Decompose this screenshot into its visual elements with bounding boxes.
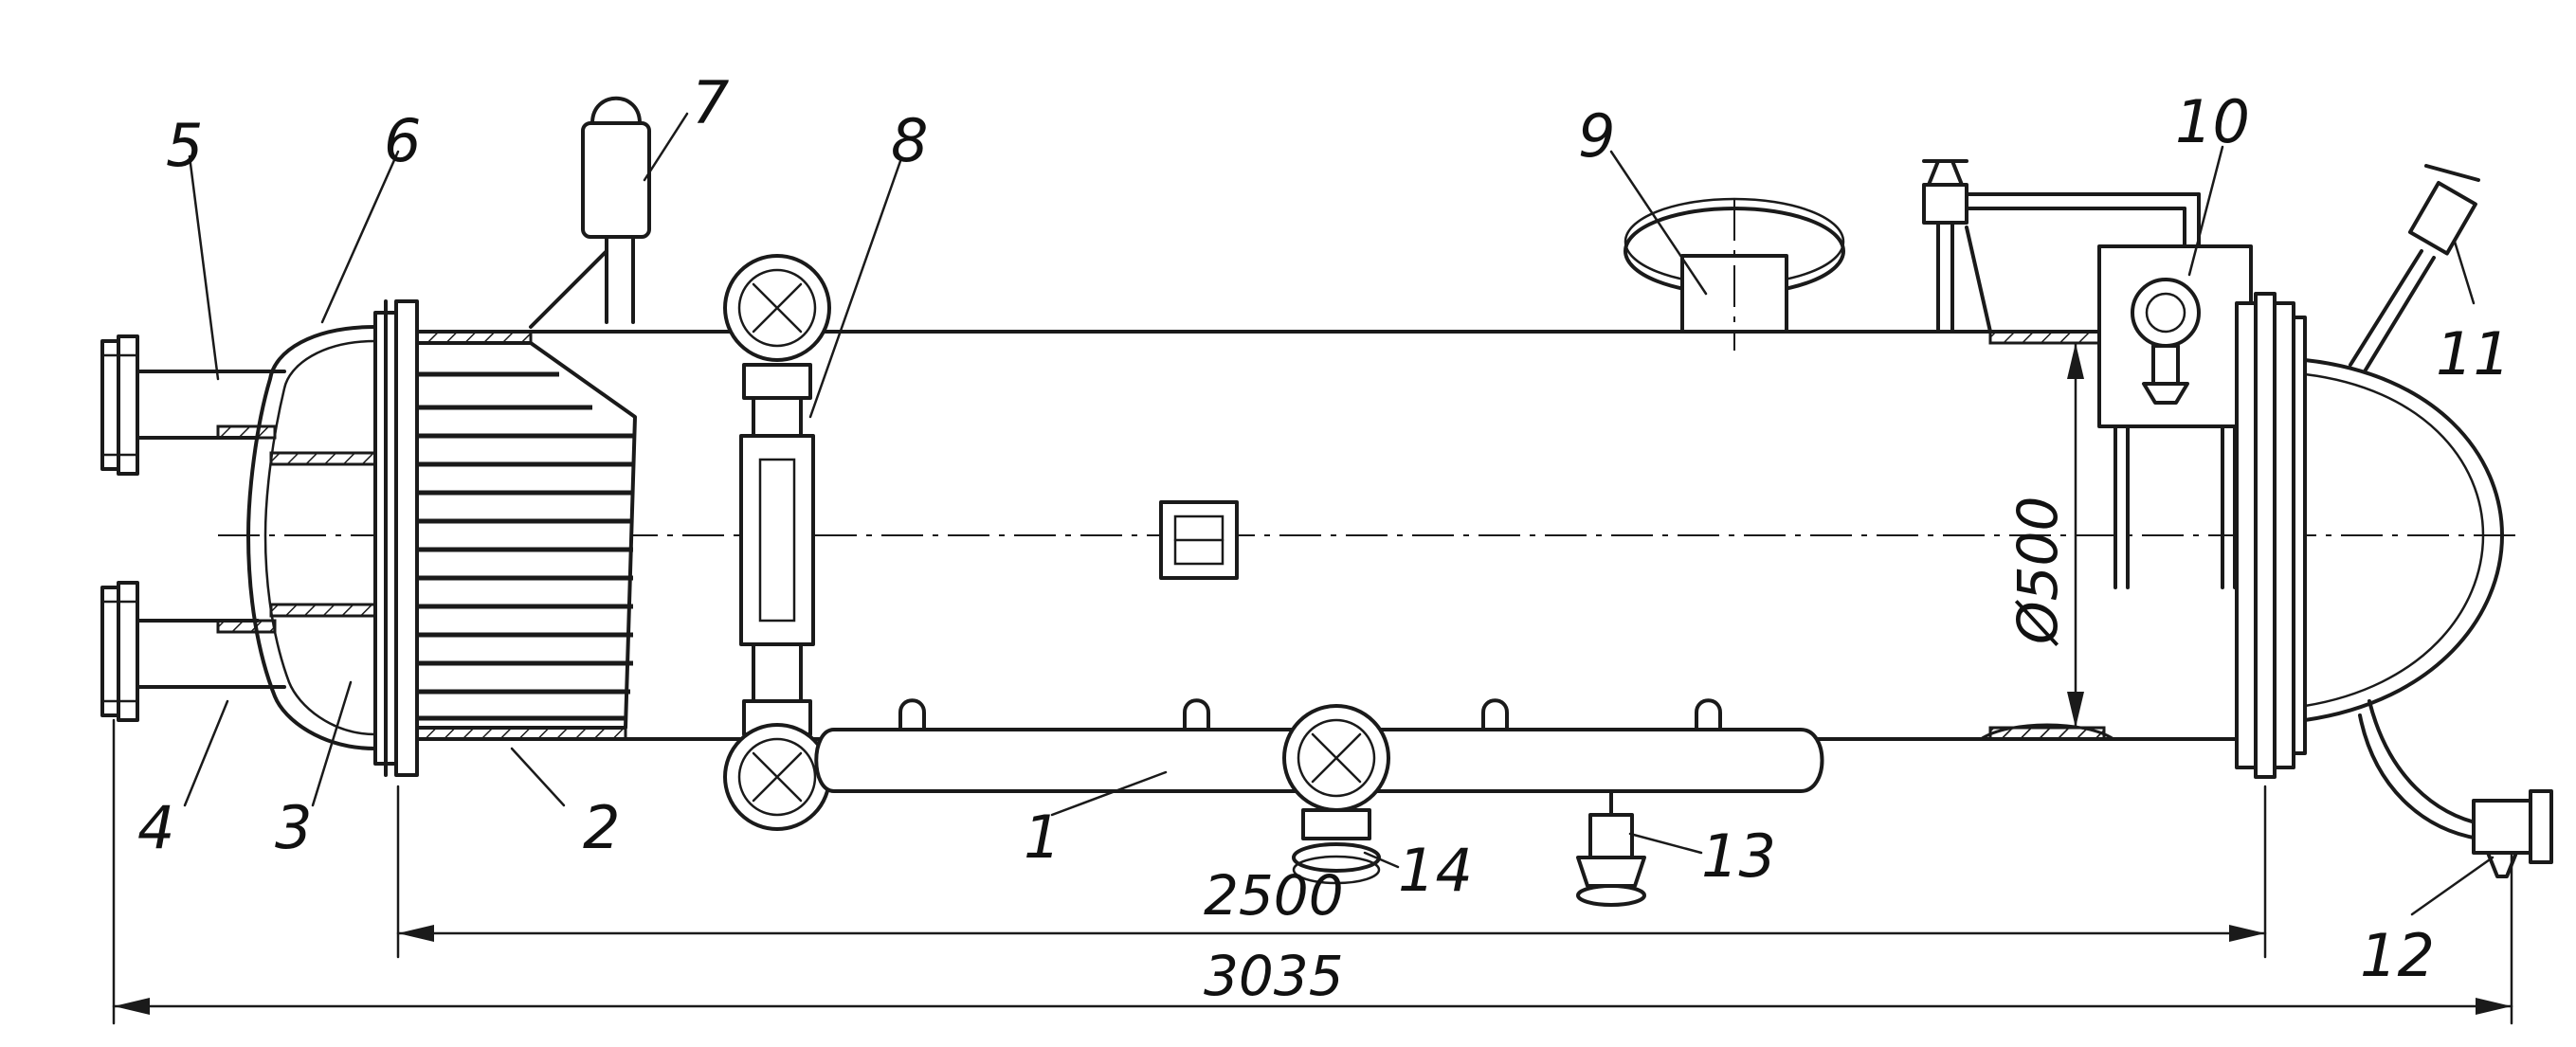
inlet-valve xyxy=(1282,704,1390,885)
dimension-diameter-text: Ø500 xyxy=(2005,496,2070,646)
callout-6: 6 xyxy=(384,106,421,175)
dimension-3035: 3035 xyxy=(112,718,2513,1025)
callout-1: 1 xyxy=(1024,803,1061,872)
oil-drain-valve xyxy=(1576,789,1646,907)
callout-2: 2 xyxy=(583,793,620,862)
callout-8: 8 xyxy=(891,106,928,175)
leader-lines xyxy=(183,112,2494,916)
vapor-outlet xyxy=(1624,197,1845,351)
air-vent-valve xyxy=(2349,164,2480,373)
nozzle-upper xyxy=(100,334,286,476)
dimension-2500: 2500 xyxy=(396,785,2267,959)
callout-7: 7 xyxy=(692,68,729,137)
callout-10: 10 xyxy=(2175,87,2250,156)
safety-valve xyxy=(529,96,651,329)
callout-13: 13 xyxy=(1701,821,1776,891)
inspection-hatch xyxy=(1159,500,1239,580)
tube-bundle xyxy=(406,341,637,730)
callout-9: 9 xyxy=(1578,101,1615,171)
level-regulator xyxy=(1922,159,2253,589)
callout-labels: 1 2 3 4 5 6 7 8 9 10 11 12 13 14 xyxy=(137,68,2511,990)
tube-sheet xyxy=(373,299,419,777)
nozzle-lower xyxy=(100,581,286,722)
level-gauge xyxy=(723,254,831,831)
callout-4: 4 xyxy=(137,793,174,862)
dimension-diameter: Ø500 xyxy=(2005,341,2084,730)
callout-5: 5 xyxy=(166,111,203,180)
distribution-head xyxy=(246,325,377,750)
dimension-3035-text: 3035 xyxy=(1204,944,1344,1008)
drain-valve xyxy=(2358,699,2553,878)
support-saddles xyxy=(1976,723,2118,741)
callout-11: 11 xyxy=(2436,319,2511,388)
callout-14: 14 xyxy=(1398,836,1473,905)
dimension-2500-text: 2500 xyxy=(1204,863,1344,928)
rear-head xyxy=(2235,292,2504,779)
callout-3: 3 xyxy=(275,793,312,862)
callout-12: 12 xyxy=(2360,921,2435,990)
